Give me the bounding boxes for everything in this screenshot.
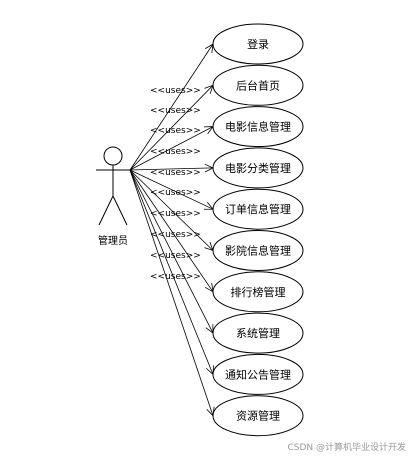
association-line — [129, 169, 214, 293]
use-case-label: 影院信息管理 — [225, 244, 291, 258]
stereotype-label: <<uses>> — [150, 126, 201, 136]
actor-figure — [96, 146, 130, 226]
association-line — [129, 169, 214, 334]
actor-left-leg — [98, 195, 114, 226]
association-line — [129, 169, 214, 375]
stereotype-label: <<uses>> — [150, 251, 201, 261]
actor-head — [103, 146, 123, 166]
use-case-label: 排行榜管理 — [231, 285, 286, 299]
use-case-label: 电影分类管理 — [225, 161, 291, 175]
use-case-label: 系统管理 — [236, 326, 280, 340]
association-line — [129, 169, 214, 416]
use-case-label: 订单信息管理 — [225, 202, 291, 216]
association-line — [129, 126, 214, 171]
stereotype-label: <<uses>> — [150, 272, 201, 282]
use-case-ellipse — [212, 23, 304, 65]
use-case-label: 电影信息管理 — [225, 120, 291, 134]
stereotype-label: <<uses>> — [150, 86, 201, 96]
use-case-ellipse — [212, 147, 304, 189]
use-case-ellipse — [212, 395, 304, 437]
use-case-ellipse — [212, 64, 304, 106]
stereotype-label: <<uses>> — [150, 188, 201, 198]
association-line — [129, 43, 214, 171]
association-line — [129, 169, 214, 210]
stereotype-label: <<uses>> — [150, 106, 201, 116]
use-cases: 登录后台首页电影信息管理电影分类管理订单信息管理影院信息管理排行榜管理系统管理通… — [212, 23, 304, 437]
association-line — [129, 167, 214, 171]
association-line — [129, 85, 214, 171]
use-case-label: 后台首页 — [236, 78, 280, 92]
use-case-ellipse — [212, 312, 304, 354]
use-case-ellipse — [212, 230, 304, 271]
association-line — [129, 169, 214, 251]
use-case-label: 资源管理 — [236, 409, 280, 423]
stereotype-label: <<uses>> — [150, 168, 201, 178]
use-case-ellipse — [212, 353, 304, 395]
use-case-label: 登录 — [247, 37, 269, 51]
stereotype-label: <<uses>> — [150, 209, 201, 219]
use-case-ellipse — [212, 188, 304, 230]
actor-label: 管理员 — [98, 234, 128, 247]
stereotype-label: <<uses>> — [150, 230, 201, 240]
use-case-label: 通知公告管理 — [225, 367, 291, 381]
watermark: CSDN @计算机毕业设计开发 — [287, 443, 406, 453]
stereotype-label: <<uses>> — [150, 147, 201, 157]
use-case-ellipse — [212, 271, 304, 313]
associations: <<uses>> <<uses>> <<uses>> <<uses>> <<uses>>… — [129, 43, 215, 417]
actor-right-leg — [112, 195, 128, 226]
use-case-ellipse — [212, 106, 304, 148]
